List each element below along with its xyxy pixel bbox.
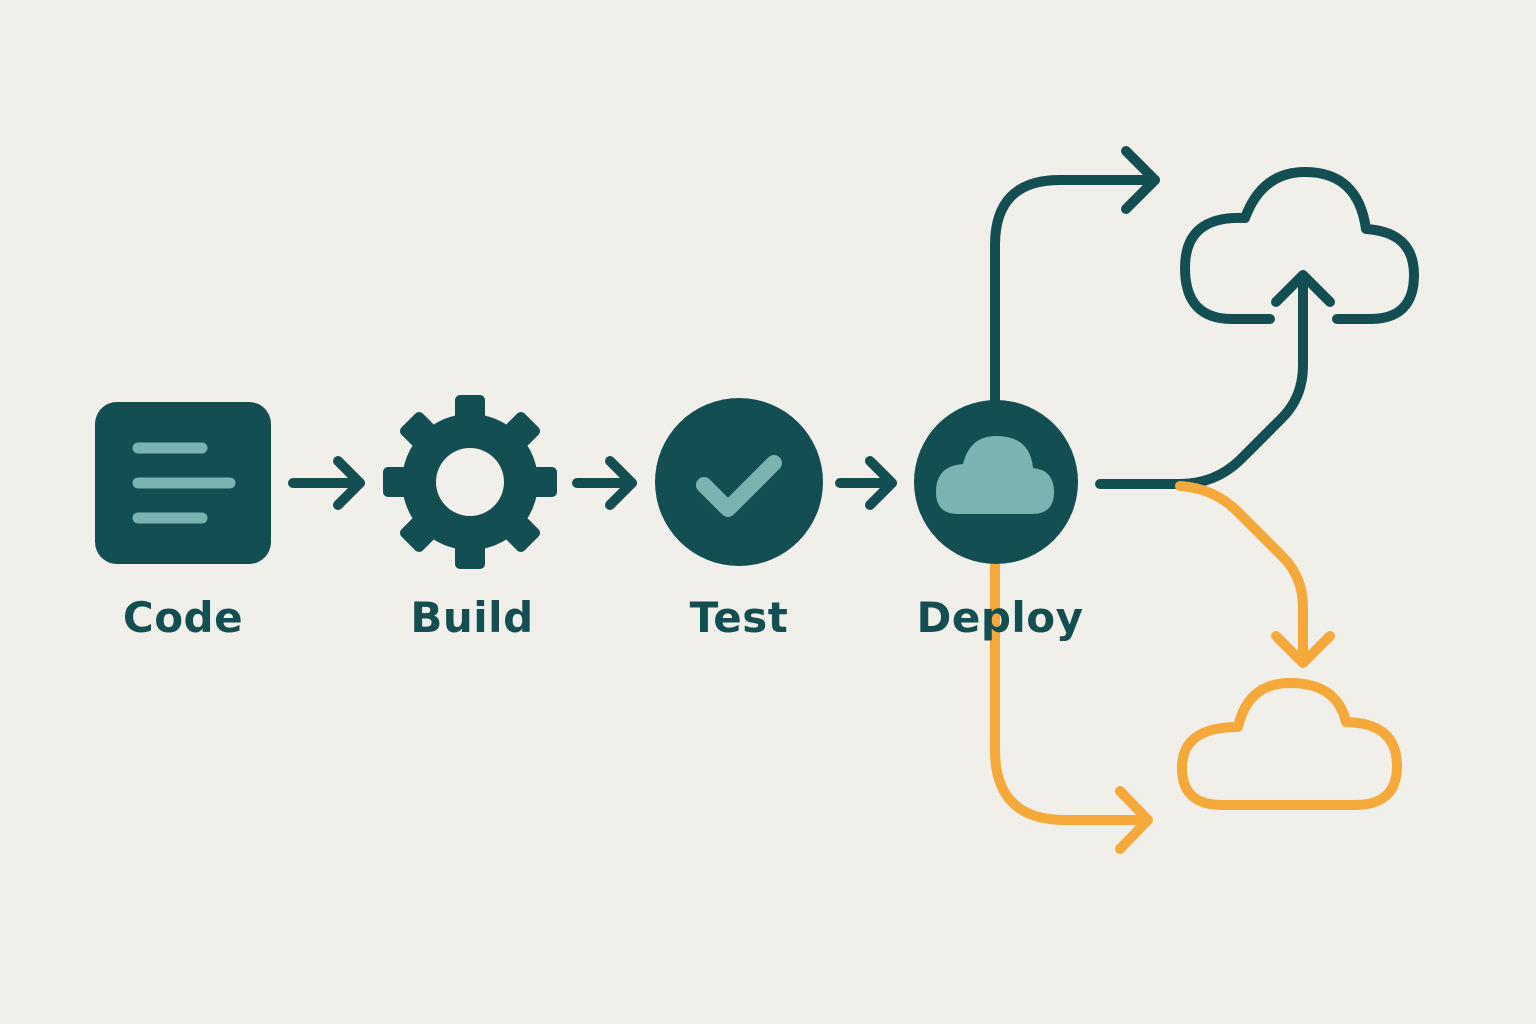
branch-cloud-upload [1095,270,1335,489]
branch-upper-arrow [990,146,1160,425]
branch-cloud-download [1175,481,1335,668]
cloud-circle-icon [914,400,1078,564]
code-document-icon [95,402,271,564]
arrow-icon [835,456,897,510]
stage-label-deploy: Deploy [916,593,1083,642]
cloud-outline-icon [1177,678,1402,810]
arrow-icon [288,456,365,510]
checkmark-circle-icon [655,398,823,566]
stage-label-test: Test [690,593,789,642]
cloud-upload-icon [1180,167,1419,324]
arrow-icon [572,456,637,510]
gear-icon [383,395,557,569]
branch-lower-arrow [990,540,1153,854]
stage-label-code: Code [123,593,243,642]
stage-label-build: Build [410,593,533,642]
